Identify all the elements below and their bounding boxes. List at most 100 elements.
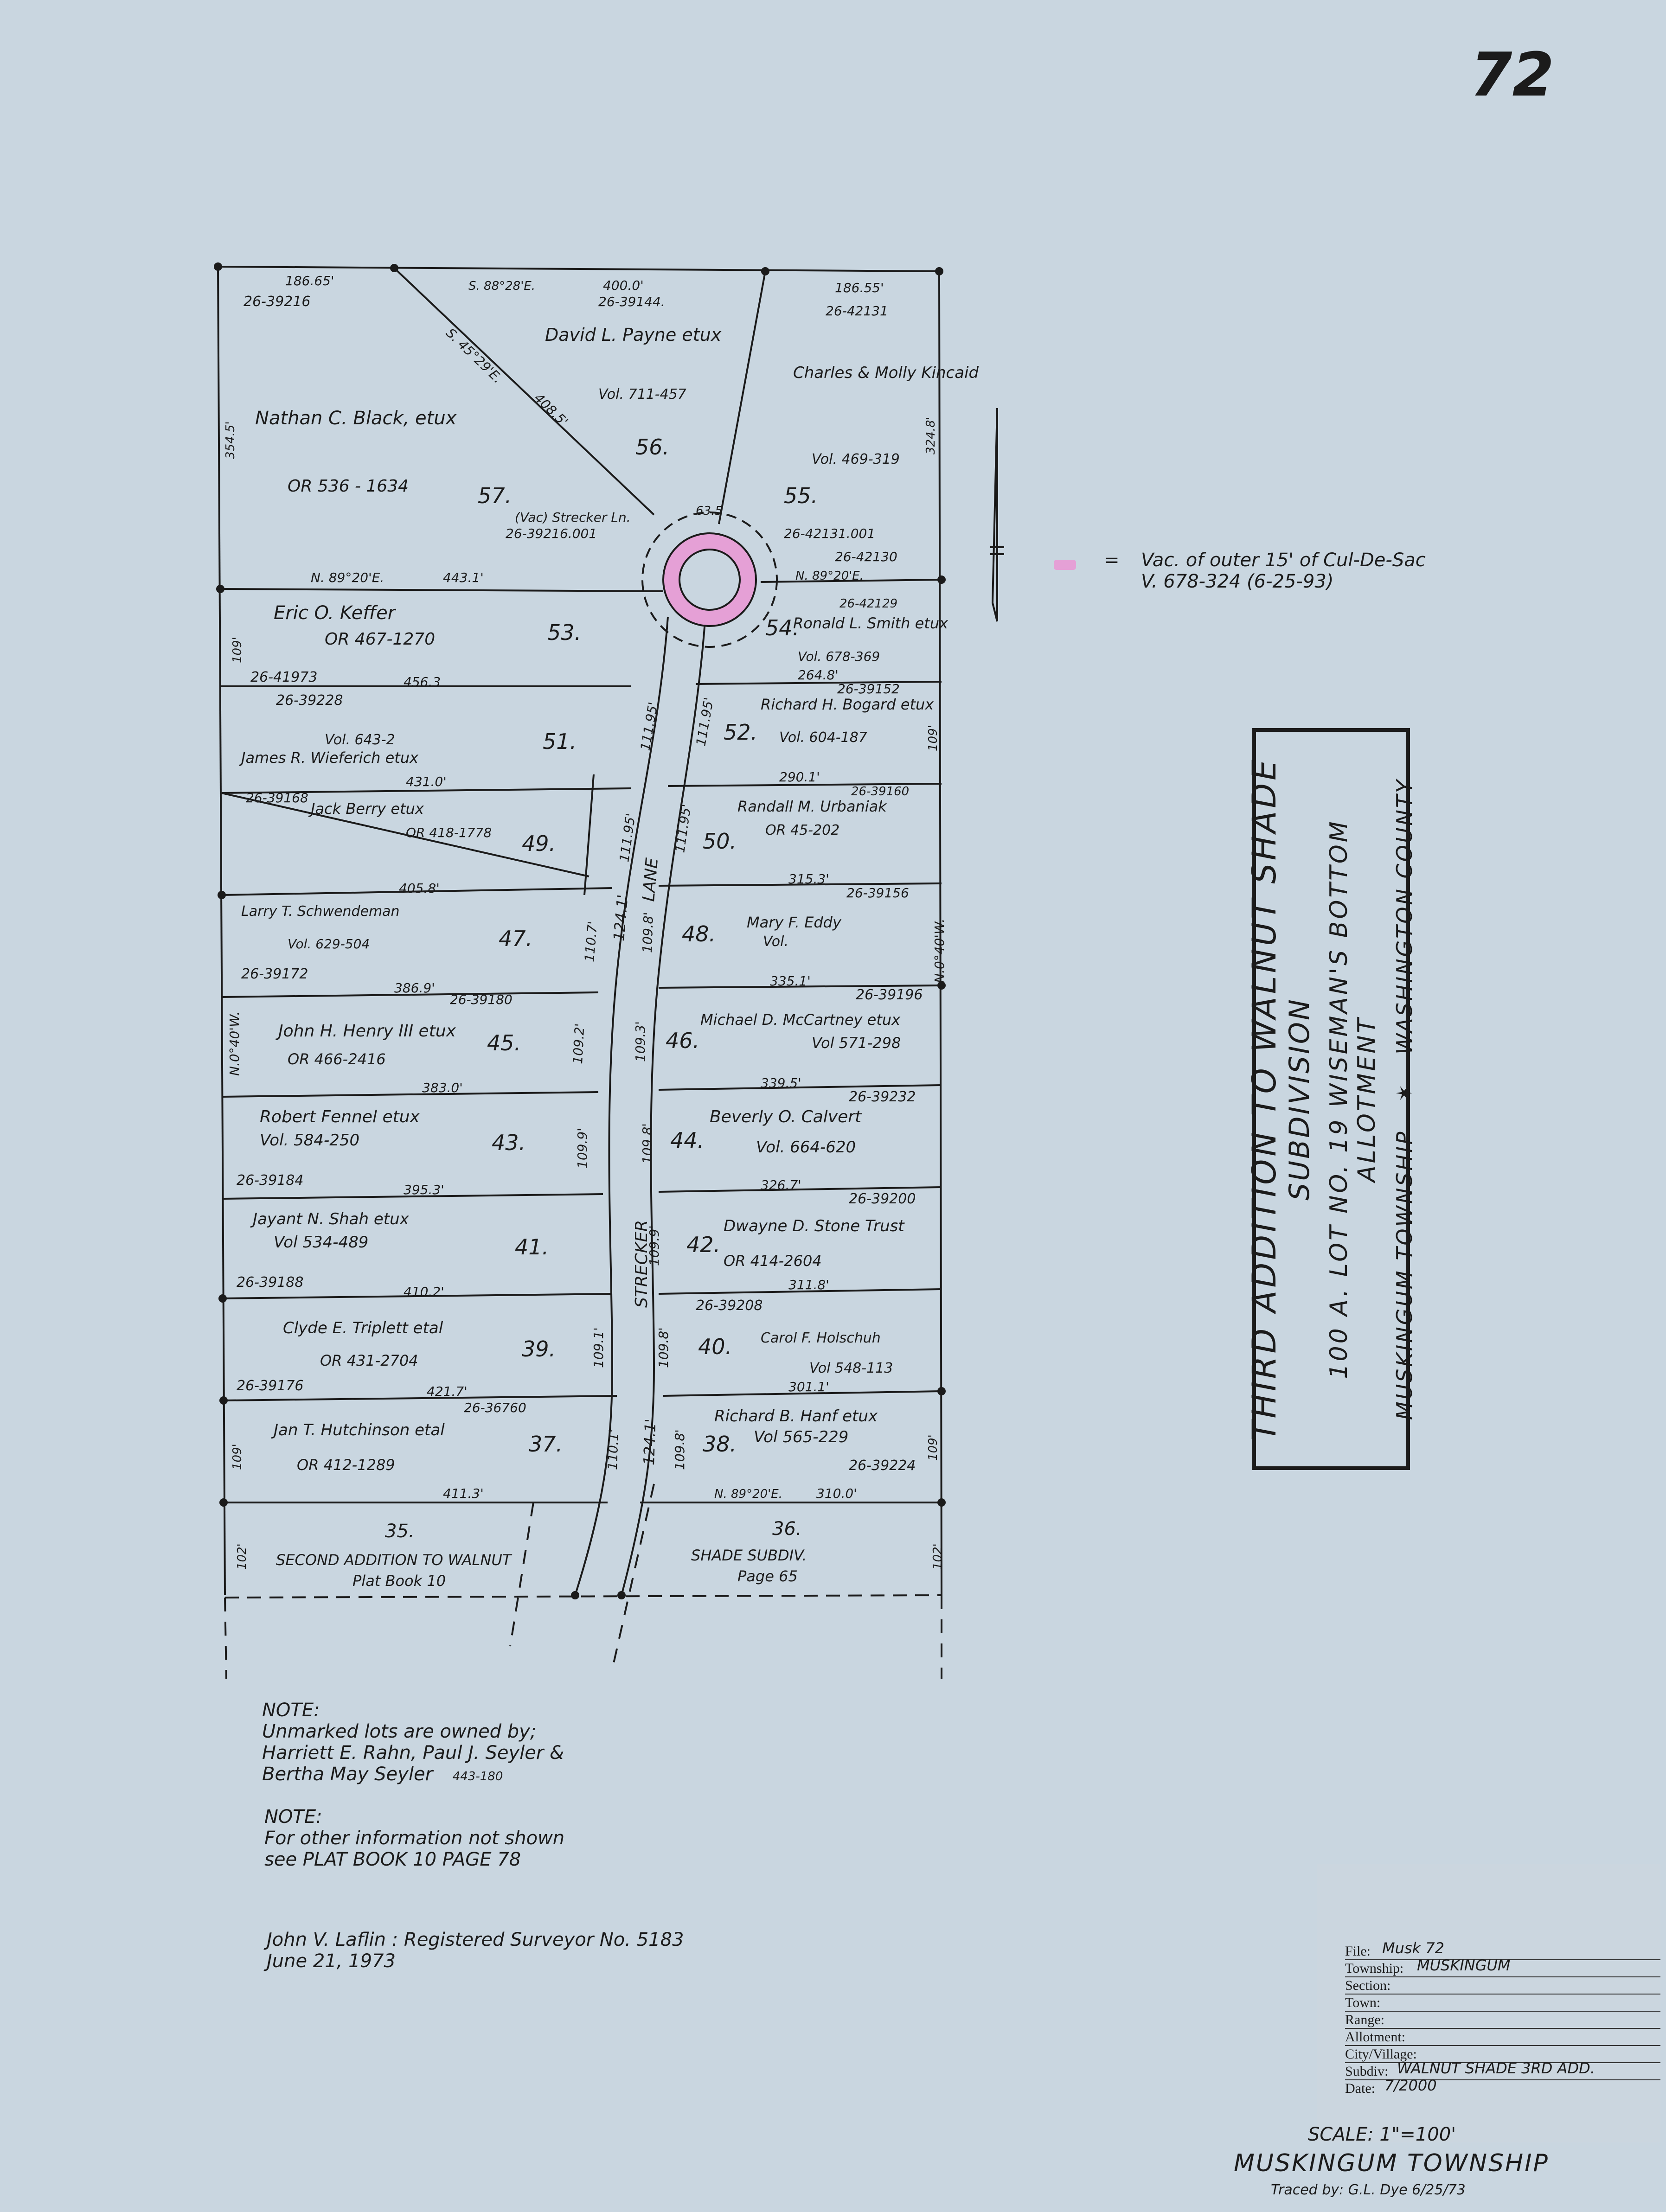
dimension: 109' <box>231 1444 244 1470</box>
dimension: 111.95' <box>637 701 661 752</box>
allotment-row: Allotment: <box>1345 2029 1660 2046</box>
lot-ref: Page 65 <box>737 1567 798 1585</box>
dimension: N. 89°20'E. <box>714 1487 782 1501</box>
lot-ref: Vol 548-113 <box>809 1360 893 1376</box>
lot-ref: Vol. 469-319 <box>812 451 900 467</box>
title-county: WASHINGTON COUNTY <box>1392 778 1417 1055</box>
north-arrow-icon <box>990 408 1004 622</box>
lot-number: 57. <box>478 483 512 508</box>
dimension: 383.0' <box>422 1080 463 1095</box>
star-icon: ✶ <box>1392 1082 1417 1102</box>
lot-ref: OR 467-1270 <box>325 630 435 649</box>
note-other-info: NOTE: For other information not shown se… <box>264 1806 564 1870</box>
parcel-id: 26-39160 <box>851 785 909 799</box>
lot-number: 45. <box>487 1030 521 1055</box>
lot-number: 36. <box>772 1518 802 1540</box>
section-row: Section: <box>1345 1977 1660 1995</box>
boundary-lines <box>217 266 942 1598</box>
vacated-area-swatch <box>1054 560 1076 570</box>
dimension: 109.3' <box>633 1021 648 1062</box>
lot-number: 56. <box>635 435 669 460</box>
lot-owner: Jack Berry etux <box>308 800 424 818</box>
lot-owner: SECOND ADDITION TO WALNUT <box>276 1551 513 1569</box>
dimension: 102' <box>235 1543 249 1570</box>
dimension: 109' <box>926 1434 940 1461</box>
range-row: Range: <box>1345 2012 1660 2029</box>
lot-number: 46. <box>666 1028 699 1053</box>
dimension: N. 89°20'E. <box>795 569 864 583</box>
dimension: 186.65' <box>285 273 334 288</box>
parcel-id: 26-39228 <box>276 692 343 709</box>
parcel-id: 26-39232 <box>849 1089 916 1105</box>
dimension: 102' <box>931 1543 945 1570</box>
lot-owner: Charles & Molly Kincaid <box>793 364 979 382</box>
lot-owner: James R. Wieferich etux <box>238 749 419 767</box>
lot-ref: OR 431-2704 <box>320 1352 418 1369</box>
dimension: 335.1' <box>770 973 811 989</box>
dimension: 109.8' <box>640 912 656 953</box>
dimension: 109.8' <box>672 1429 687 1470</box>
lot-ref: OR 418-1778 <box>406 825 492 840</box>
lot-owner: David L. Payne etux <box>545 325 722 345</box>
dimension: S. 45°29'E. <box>443 325 506 386</box>
dimension: 109.2' <box>570 1023 588 1064</box>
township-row: Township:MUSKINGUM <box>1345 1957 1660 1977</box>
dimension: 264.8' <box>798 667 839 683</box>
survey-pins <box>214 262 946 1599</box>
parcel-id: 26-42131 <box>826 303 888 319</box>
parcel-id: 26-39156 <box>846 885 909 901</box>
survey-date: June 21, 1973 <box>267 1950 396 1972</box>
dimension: S. 88°28'E. <box>468 279 535 293</box>
cul-de-sac <box>641 511 778 648</box>
parcel-id: 26-39208 <box>696 1298 763 1314</box>
lot-number: 54. <box>765 615 799 640</box>
parcel-id: 26-39184 <box>237 1172 303 1189</box>
lot-number: 48. <box>682 921 716 946</box>
lot-number: 44. <box>670 1128 704 1153</box>
parcel-id: 26-39172 <box>241 966 308 982</box>
legend-text-line2: V. 678-324 (6-25-93) <box>1141 571 1334 592</box>
note-line: Bertha May Seyler 443-180 <box>262 1764 564 1787</box>
parcel-id: 26-36760 <box>464 1400 526 1415</box>
lot-number: 51. <box>543 729 577 754</box>
dimension: 109.8' <box>656 1327 671 1368</box>
file-row: File:Musk 72 <box>1345 1940 1660 1960</box>
road-label: 124.1' <box>640 1419 659 1466</box>
lot-ref: OR 536 - 1634 <box>288 477 409 496</box>
lot-number: 42. <box>686 1232 720 1257</box>
dimension: 109.9' <box>647 1225 662 1266</box>
parcel-id: 26-42130 <box>835 549 897 564</box>
lot-number: 49. <box>522 831 556 856</box>
lot-number: 37. <box>529 1432 563 1457</box>
dimension: 110.7' <box>582 921 601 962</box>
dimension: 109' <box>926 725 940 751</box>
parcel-id: 26-39216 <box>243 294 310 310</box>
page-number: 72 <box>1470 39 1554 110</box>
lot-ref: Vol. 678-369 <box>798 649 880 664</box>
parcel-id: 26-39224 <box>849 1458 916 1474</box>
lot-ref: Vol. 643-2 <box>325 732 395 748</box>
dimension: 109.8' <box>640 1123 655 1164</box>
file-info-block: File:Musk 72 Township:MUSKINGUM Section:… <box>1345 1940 1660 2097</box>
lot-owner: Eric O. Keffer <box>274 602 397 624</box>
lot-owner: Dwayne D. Stone Trust <box>724 1217 905 1235</box>
dimension: 386.9' <box>394 980 435 996</box>
lot-owner: Randall M. Urbaniak <box>737 798 887 815</box>
dimension: N. 89°20'E. <box>311 570 384 585</box>
lot-owner: Mary F. Eddy <box>747 914 842 931</box>
lot-owner: Richard B. Hanf etux <box>714 1407 878 1426</box>
dimension: 405.8' <box>399 881 440 896</box>
road-label: (Vac) Strecker Ln. <box>515 510 631 525</box>
lot-owner: John H. Henry III etux <box>276 1022 456 1041</box>
surveyor-block: John V. Laflin : Registered Surveyor No.… <box>267 1929 684 1972</box>
lot-owner: Carol F. Holschuh <box>761 1330 881 1346</box>
lot-ref: Vol. 664-620 <box>756 1138 856 1157</box>
title-line4: MUSKINGUM TOWNSHIP✶WASHINGTON COUNTY <box>1392 737 1417 1461</box>
lot-number: 50. <box>703 829 737 854</box>
parcel-id: 26-39196 <box>856 987 923 1003</box>
town-row: Town: <box>1345 1995 1660 2012</box>
parcel-id: 26-42129 <box>839 597 897 611</box>
township-label: MUSKINGUM TOWNSHIP <box>1234 2149 1549 2177</box>
